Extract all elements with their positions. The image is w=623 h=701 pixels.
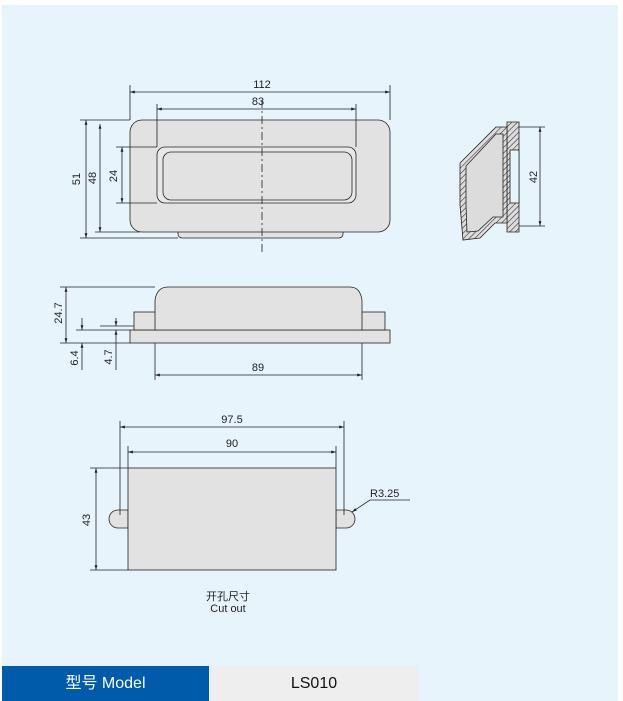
top-view <box>80 85 391 255</box>
dim-97-5: 97.5 <box>221 414 242 426</box>
side-view <box>60 286 391 380</box>
cutout-view <box>90 421 410 571</box>
dim-4-7: 4.7 <box>103 349 115 364</box>
dim-90: 90 <box>226 438 238 450</box>
model-value: LS010 <box>210 666 418 701</box>
dim-48: 48 <box>87 172 99 184</box>
dim-43: 43 <box>81 514 93 526</box>
model-label: 型号 Model <box>2 666 209 701</box>
cutout-caption-en: Cut out <box>210 603 246 615</box>
dim-6-4: 6.4 <box>69 350 81 365</box>
dim-24: 24 <box>108 170 120 182</box>
dim-89: 89 <box>252 362 264 374</box>
dim-42: 42 <box>528 171 540 183</box>
cutout-caption-zh: 开孔尺寸 <box>206 591 250 603</box>
dim-83: 83 <box>252 96 264 108</box>
dim-radius: R3.25 <box>370 488 399 500</box>
section-view <box>459 121 545 241</box>
dim-24-7: 24.7 <box>53 302 65 323</box>
dim-51: 51 <box>71 173 83 185</box>
dim-112: 112 <box>253 79 271 91</box>
